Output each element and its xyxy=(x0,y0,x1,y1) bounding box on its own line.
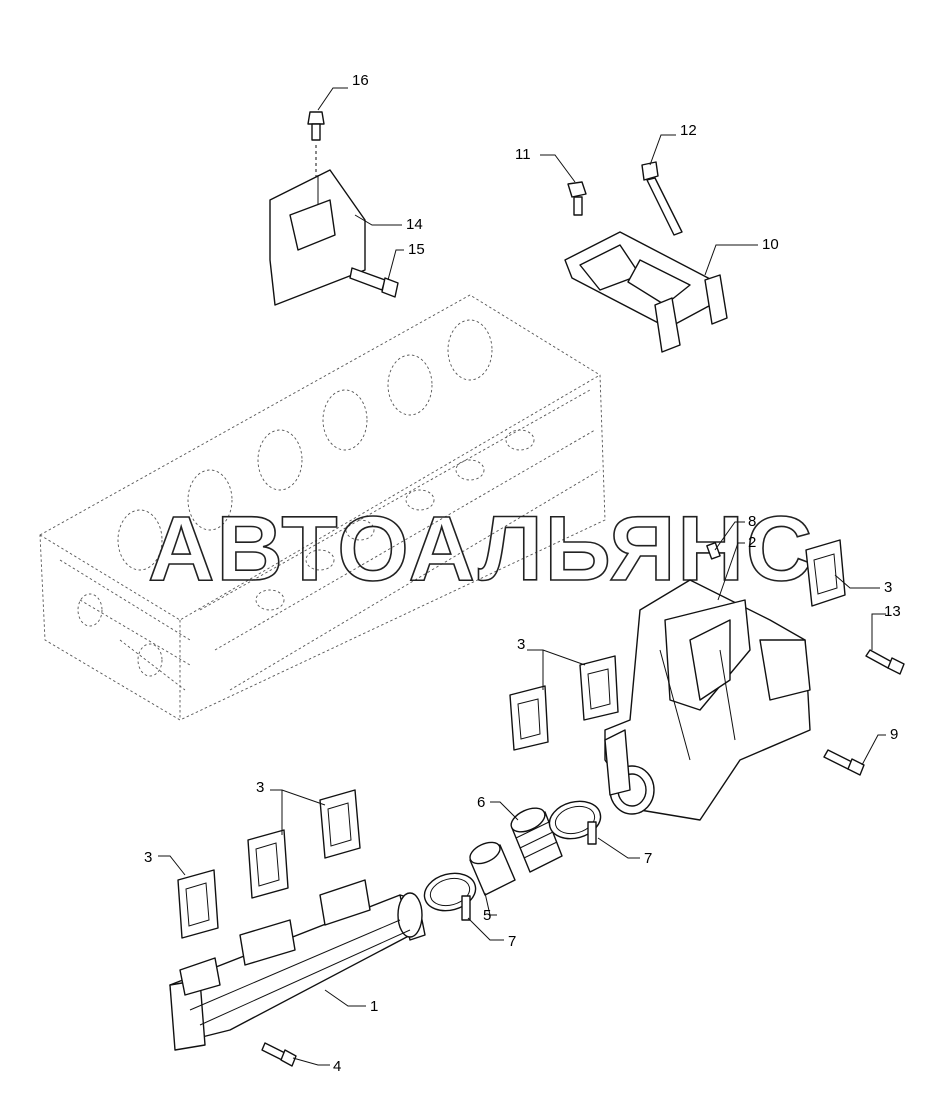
callout-13: 13 xyxy=(884,603,901,620)
clamp-7a xyxy=(548,800,602,845)
sleeve-5 xyxy=(469,841,516,896)
callout-15: 15 xyxy=(408,241,425,258)
callout-3-middle: 3 xyxy=(517,636,525,653)
callout-10: 10 xyxy=(762,236,779,253)
manifold-2 xyxy=(604,579,811,821)
bolt-4 xyxy=(261,1042,297,1067)
callout-14: 14 xyxy=(406,216,423,233)
support-bracket-10 xyxy=(564,231,728,353)
callout-9: 9 xyxy=(890,726,898,743)
bolt-9 xyxy=(823,749,865,776)
callout-1: 1 xyxy=(370,998,378,1015)
callout-16: 16 xyxy=(352,72,369,89)
callout-12: 12 xyxy=(680,122,697,139)
gasket-3a xyxy=(805,539,846,607)
bolt-11 xyxy=(567,181,587,216)
bolt-15 xyxy=(349,267,399,298)
callout-7-right: 7 xyxy=(644,850,652,867)
gasket-3b-1 xyxy=(579,655,619,721)
watermark-text: АВТОАЛЬЯНС xyxy=(148,498,814,600)
callout-3-lower: 3 xyxy=(256,779,264,796)
clamp-7b xyxy=(423,872,477,921)
bracket-14 xyxy=(269,169,366,306)
leader-lines xyxy=(158,87,886,1066)
callout-5: 5 xyxy=(483,907,491,924)
gasket-3c-1 xyxy=(319,789,361,859)
callout-labels: 16 11 12 14 15 10 8 2 3 13 3 9 3 6 3 7 5… xyxy=(144,72,901,1075)
gasket-3b-2 xyxy=(509,685,549,751)
gasket-3d xyxy=(177,869,219,939)
callout-8: 8 xyxy=(748,513,756,530)
bolt-13 xyxy=(865,649,905,675)
callout-11: 11 xyxy=(515,146,531,163)
callout-3-upper-right: 3 xyxy=(884,579,892,596)
callout-7-left: 7 xyxy=(508,933,516,950)
gasket-3c-2 xyxy=(247,829,289,899)
callout-3-left: 3 xyxy=(144,849,152,866)
cylinder-head-outline xyxy=(39,294,606,721)
callout-2: 2 xyxy=(748,534,756,551)
callout-6: 6 xyxy=(477,794,485,811)
callout-4: 4 xyxy=(333,1058,341,1075)
bolt-12 xyxy=(641,161,683,236)
exhaust-manifold-1 xyxy=(169,879,426,1051)
